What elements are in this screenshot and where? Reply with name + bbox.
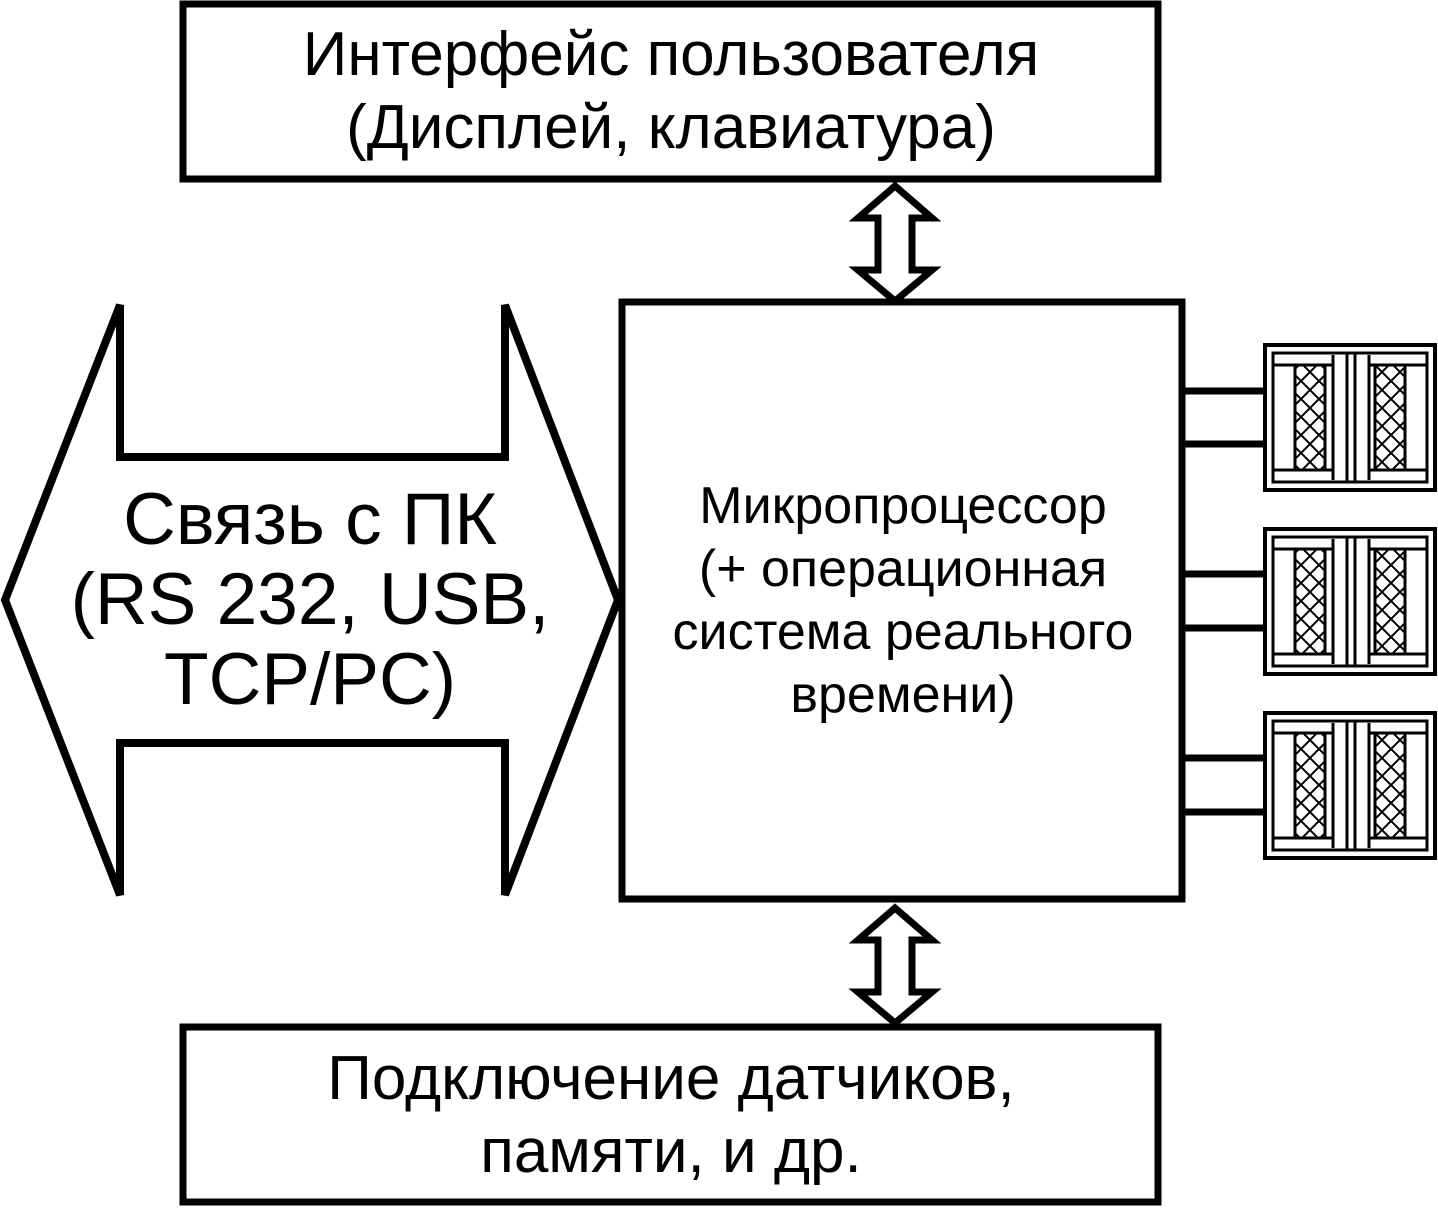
pc-link-line2: (RS 232, USB, <box>70 558 550 640</box>
ui-block-label: Интерфейс пользователя (Дисплей, клавиат… <box>185 6 1157 178</box>
ui-block-title: Интерфейс пользователя <box>302 20 1040 90</box>
relay-wires <box>1182 387 1265 816</box>
ui-block-subtitle: (Дисплей, клавиатура) <box>346 93 996 162</box>
sensors-block-subtitle: памяти, и др. <box>480 1117 862 1186</box>
relay-icon <box>1263 527 1437 676</box>
sensors-block-title: Подключение датчиков, <box>327 1044 1015 1114</box>
pc-link-arrow <box>0 303 623 897</box>
relay-icon <box>1263 343 1437 492</box>
ui-block <box>179 0 1162 183</box>
double-arrow-icon <box>848 903 942 1028</box>
relay-icon <box>1263 711 1437 860</box>
mcu-block-line2: (+ операционная <box>698 540 1108 599</box>
pc-link-label: Связь с ПК (RS 232, USB, TCP/PC) <box>40 440 580 760</box>
mcu-block-line3: система реального <box>672 603 1134 661</box>
sensors-block <box>179 1023 1162 1206</box>
mcu-block-title: Микропроцессор <box>699 477 1107 536</box>
pc-link-line3: TCP/PC) <box>164 639 456 721</box>
pc-link-title: Связь с ПК <box>123 478 497 560</box>
sensors-block-label: Подключение датчиков, памяти, и др. <box>185 1030 1157 1202</box>
mcu-block-line4: времени) <box>790 665 1016 724</box>
double-arrow-icon <box>848 181 942 306</box>
mcu-block-label: Микропроцессор (+ операционная система р… <box>624 304 1182 898</box>
